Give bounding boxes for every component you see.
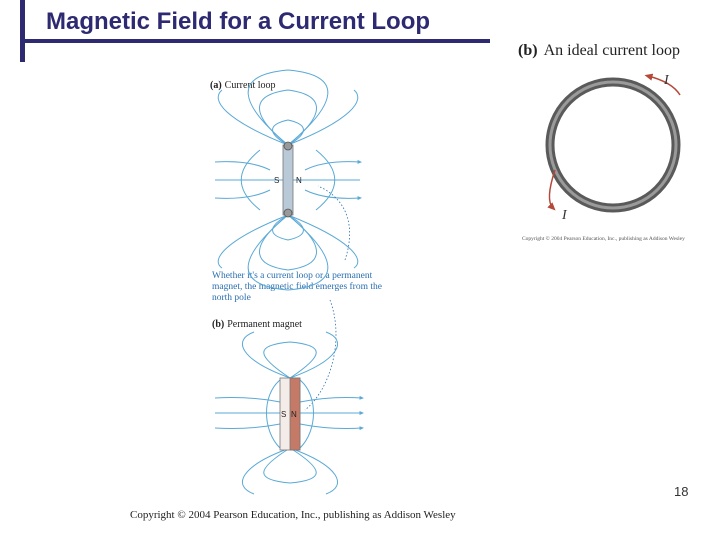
- ideal-loop-copyright: Copyright © 2004 Pearson Education, Inc.…: [522, 236, 685, 242]
- current-loop-field: [214, 69, 362, 291]
- current-loop-label: (a): [210, 80, 222, 91]
- slide-title: Magnetic Field for a Current Loop: [46, 8, 431, 35]
- current-loop-pole-n: N: [296, 176, 302, 185]
- field-note: Whether it's a current loop or a permane…: [212, 271, 382, 303]
- note-pointer-top: [317, 185, 351, 261]
- ideal-loop-caption: (b) An ideal current loop: [518, 42, 680, 60]
- current-arrow-top: [644, 73, 681, 96]
- permanent-magnet-caption-text: Permanent magnet: [227, 319, 302, 330]
- ideal-loop-label: (b): [518, 42, 538, 59]
- title-accent-bar-horizontal: [20, 39, 490, 43]
- current-ring-highlight: [548, 80, 678, 210]
- current-symbol-bottom: I: [561, 208, 568, 223]
- note-pointer-bottom: [304, 299, 337, 411]
- ideal-current-loop: I I: [545, 73, 681, 223]
- current-symbol-top: I: [663, 73, 670, 88]
- magnet-pole-s: S: [281, 410, 286, 419]
- permanent-magnet-caption: (b)Permanent magnet: [212, 319, 302, 330]
- ideal-loop-caption-text: An ideal current loop: [543, 42, 680, 59]
- current-loop-coil: S N: [274, 141, 302, 218]
- current-loop-pole-s: S: [274, 176, 279, 185]
- title-accent-bar-vertical: [20, 0, 25, 62]
- magnet-pole-n: N: [291, 410, 297, 419]
- page-number: 18: [674, 484, 689, 499]
- footer-copyright: Copyright © 2004 Pearson Education, Inc.…: [130, 509, 456, 521]
- permanent-magnet-field: [214, 331, 364, 495]
- permanent-magnet-label: (b): [212, 319, 225, 330]
- permanent-magnet-bar: S N: [279, 377, 301, 451]
- current-arrow-bottom: [547, 169, 556, 211]
